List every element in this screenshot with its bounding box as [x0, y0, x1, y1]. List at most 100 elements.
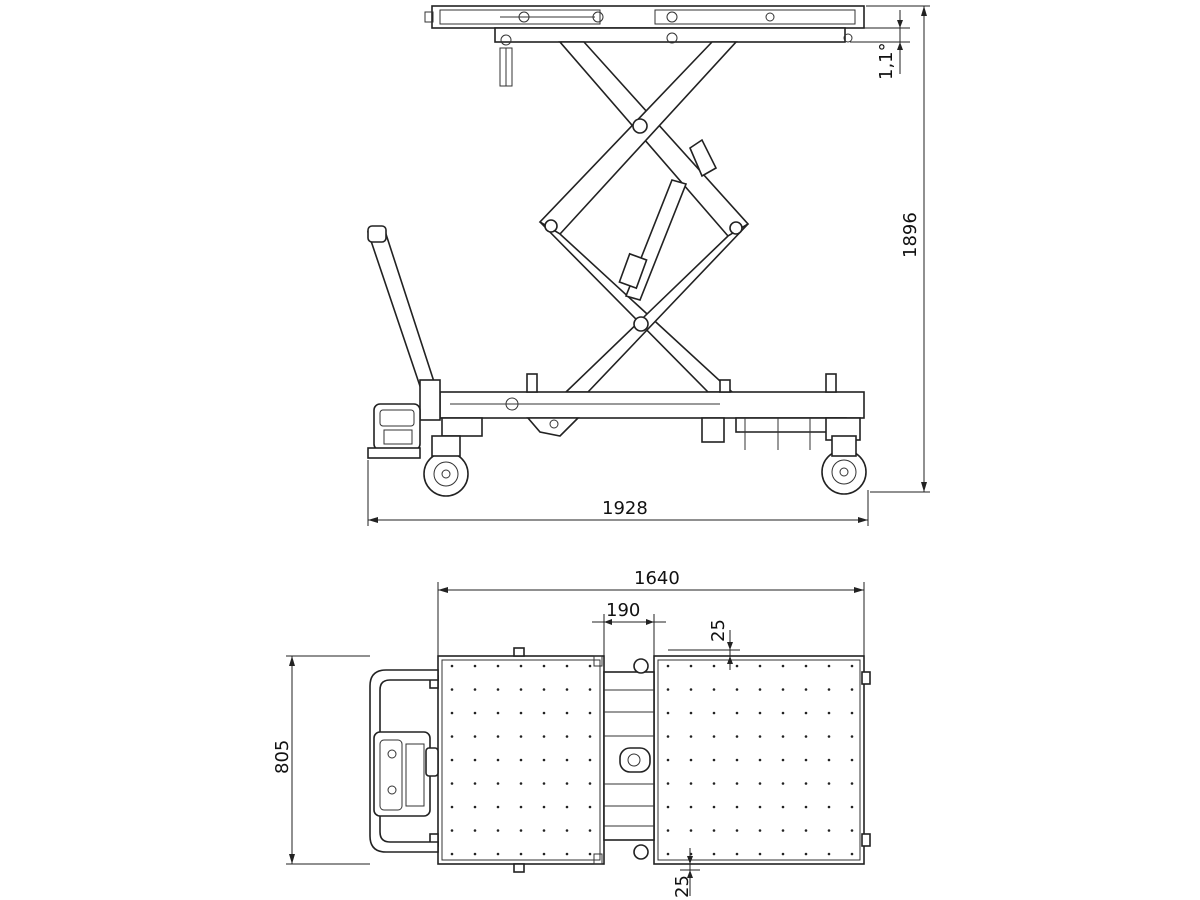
deck-hole — [666, 782, 670, 785]
deck-hole — [496, 711, 500, 715]
deck-hole — [758, 735, 762, 738]
deck-hole — [519, 735, 523, 738]
deck-hole — [450, 758, 454, 762]
deck-hole — [827, 782, 831, 785]
dim-top-offset-top: 25 — [668, 619, 740, 670]
platform-top — [424, 5, 865, 87]
deck-hole — [781, 829, 785, 832]
deck-hole — [735, 711, 739, 715]
deck-hole — [450, 805, 454, 809]
deck-hole — [758, 805, 762, 809]
deck-hole — [542, 829, 546, 832]
deck-hole — [473, 782, 477, 785]
deck-hole — [712, 852, 716, 856]
deck-hole — [473, 829, 477, 832]
deck-hole — [781, 688, 785, 691]
deck-hole — [804, 735, 808, 738]
deck-hole — [450, 688, 454, 691]
deck-hole — [473, 688, 477, 691]
deck-hole — [781, 852, 785, 856]
deck-hole — [565, 688, 569, 691]
deck-hole — [542, 735, 546, 738]
power-unit-top — [373, 731, 439, 817]
deck-hole — [804, 688, 808, 691]
drawbar-handle — [366, 225, 441, 421]
center-mechanism — [593, 655, 655, 865]
side-view: 1928 1896 1,1° — [366, 5, 930, 526]
deck-hole — [496, 664, 500, 668]
deck-hole — [473, 805, 477, 809]
deck-hole — [758, 829, 762, 832]
deck-hole — [473, 711, 477, 715]
deck-hole — [827, 852, 831, 856]
deck-hole — [758, 688, 762, 691]
deck-hole — [850, 852, 854, 856]
deck-hole — [588, 664, 592, 668]
deck-hole — [689, 735, 693, 738]
deck-hole — [666, 805, 670, 809]
deck-hole — [735, 852, 739, 856]
handle-loop-top — [369, 669, 439, 853]
deck-hole — [735, 805, 739, 809]
deck-hole — [588, 711, 592, 715]
dim-label-1928: 1928 — [602, 498, 648, 519]
deck-hole — [519, 711, 523, 715]
deck-hole — [712, 758, 716, 762]
deck-hole — [689, 711, 693, 715]
dim-label-1640: 1640 — [634, 568, 680, 589]
deck-hole — [450, 711, 454, 715]
deck-hole — [496, 735, 500, 738]
deck-hole — [565, 711, 569, 715]
front-wheel — [423, 417, 483, 497]
edge-fittings — [429, 647, 871, 873]
top-view: 1640 190 25 25 — [272, 568, 871, 898]
deck-hole — [850, 711, 854, 715]
dim-top-width: 805 — [272, 655, 370, 865]
deck-hole — [519, 782, 523, 785]
deck-hole — [804, 782, 808, 785]
deck-hole — [542, 782, 546, 785]
deck-hole — [850, 664, 854, 668]
deck-hole — [758, 664, 762, 668]
scissor-arms — [538, 41, 750, 393]
deck-hole — [473, 735, 477, 738]
deck-hole — [565, 829, 569, 832]
deck-hole — [850, 688, 854, 691]
deck-hole — [827, 664, 831, 668]
deck-hole — [450, 782, 454, 785]
deck-hole — [588, 782, 592, 785]
dim-side-tilt: 1,1° — [850, 10, 910, 80]
deck-hole — [689, 829, 693, 832]
deck-hole — [735, 688, 739, 691]
deck-hole — [712, 829, 716, 832]
dim-top-length: 1640 — [437, 568, 865, 656]
deck-hole — [804, 758, 808, 762]
deck-hole — [781, 758, 785, 762]
deck-hole — [712, 805, 716, 809]
deck-hole — [496, 805, 500, 809]
deck-hole — [804, 711, 808, 715]
deck-hole — [827, 829, 831, 832]
deck-hole — [450, 664, 454, 668]
deck-hole — [496, 782, 500, 785]
deck-hole — [542, 664, 546, 668]
deck-hole — [588, 805, 592, 809]
dim-top-gap: 190 — [592, 600, 666, 656]
dim-top-offset-bottom: 25 — [672, 848, 700, 898]
deck-hole — [542, 852, 546, 856]
deck-hole — [804, 852, 808, 856]
deck-hole — [496, 852, 500, 856]
deck-hole — [565, 758, 569, 762]
deck-hole — [473, 852, 477, 856]
deck-hole — [850, 735, 854, 738]
deck-hole — [781, 711, 785, 715]
deck-hole — [588, 735, 592, 738]
deck-hole — [827, 711, 831, 715]
deck-hole — [689, 782, 693, 785]
deck-hole — [666, 711, 670, 715]
deck-hole — [519, 688, 523, 691]
deck-hole — [473, 758, 477, 762]
deck-hole — [588, 688, 592, 691]
deck-hole — [689, 688, 693, 691]
